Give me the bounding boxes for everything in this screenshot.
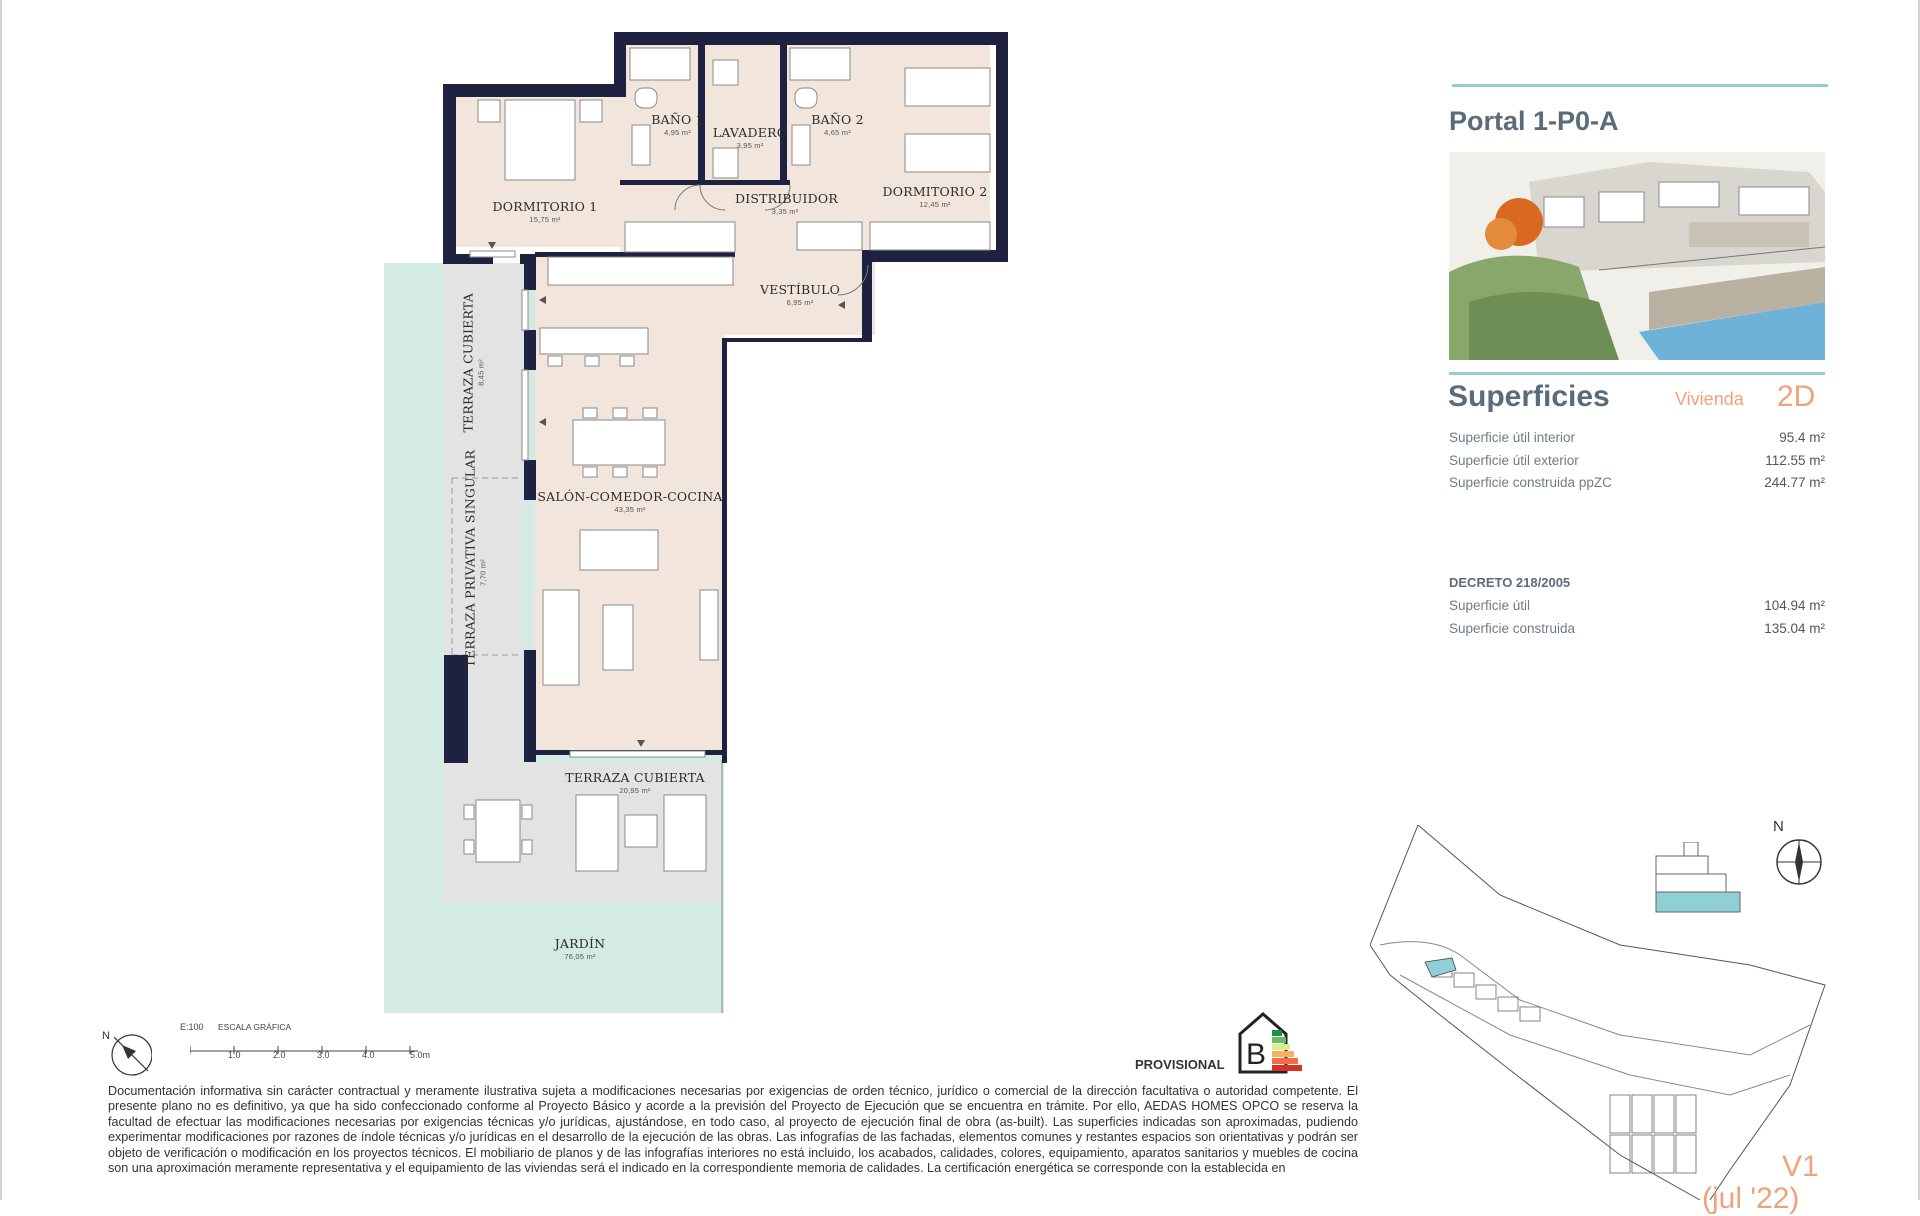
door-swings	[674, 184, 869, 296]
scale-tick: 3.0	[317, 1050, 330, 1060]
room-area: 43,35 m²	[614, 505, 646, 514]
decreto-value: 104.94 m²	[1764, 598, 1825, 613]
room-name: LAVADERO	[712, 125, 788, 140]
room-name: BAÑO 2	[811, 112, 864, 127]
compass-icon	[1775, 838, 1823, 886]
decreto-value: 135.04 m²	[1764, 621, 1825, 636]
section-divider	[1449, 372, 1825, 375]
room-area: 76,05 m²	[564, 952, 596, 961]
surface-label: Superficie útil exterior	[1449, 453, 1579, 468]
vivienda-label: Vivienda	[1675, 389, 1744, 409]
block-date: (jul '22)	[1702, 1182, 1800, 1215]
room-area: 6,95 m²	[786, 298, 814, 307]
scale-tick: 5.0m	[410, 1050, 431, 1060]
terrace-furniture	[463, 794, 707, 872]
vivienda-type: 2D	[1777, 380, 1816, 413]
room-area: 15,75 m²	[529, 215, 561, 224]
living-furniture	[469, 250, 734, 758]
scale-tick: 1.0	[228, 1050, 241, 1060]
superficies-title: Superficies	[1448, 380, 1610, 413]
room-name: TERRAZA CUBIERTA	[460, 293, 476, 433]
room-bano-2: BAÑO 2 4,65 m²	[805, 112, 870, 137]
provisional-label: PROVISIONAL	[1135, 1057, 1225, 1072]
room-area: 7,70 m²	[478, 559, 488, 586]
room-lavadero: LAVADERO 3,95 m²	[710, 125, 790, 150]
room-terraza-privativa-singular: TERRAZA PRIVATIVA SINGULAR 7,70 m²	[463, 450, 488, 668]
room-name: DORMITORIO 2	[882, 184, 988, 199]
surface-value: 95.4 m²	[1779, 430, 1825, 445]
room-terraza-cubierta: TERRAZA CUBIERTA 20,95 m²	[560, 770, 710, 795]
surface-label: Superficie útil interior	[1449, 430, 1576, 445]
bed-2	[796, 67, 991, 251]
scale-tick: 2.0	[273, 1050, 286, 1060]
room-vestibulo: VESTÍBULO 6,95 m²	[755, 282, 845, 307]
page-border-left	[0, 0, 2, 1200]
decreto-label: Superficie construida	[1449, 621, 1576, 636]
unit-location-highlight	[1424, 957, 1457, 978]
north-label: N	[1773, 818, 1784, 835]
floor-plan-drawing	[384, 32, 1008, 1013]
block-label: V1	[1782, 1150, 1819, 1183]
room-area: 4,65 m²	[824, 128, 851, 137]
room-name: VESTÍBULO	[759, 282, 841, 297]
bathroom-fixtures	[629, 47, 851, 179]
energy-class: B	[1246, 1038, 1266, 1071]
room-name: SALÓN-COMEDOR-COCINA	[537, 489, 723, 504]
legal-disclaimer: Documentación informativa sin carácter c…	[108, 1084, 1358, 1176]
room-area: 3,95 m²	[736, 141, 764, 150]
decreto-label: Superficie útil	[1449, 598, 1531, 613]
room-terraza-cubierta-lateral: TERRAZA CUBIERTA 8,45 m²	[461, 293, 486, 432]
room-name: BAÑO 1	[651, 112, 704, 127]
surface-value: 244.77 m²	[1764, 475, 1825, 490]
room-area: 3,35 m²	[771, 207, 799, 216]
room-name: DISTRIBUIDOR	[735, 191, 838, 206]
room-area: 4,95 m²	[664, 128, 691, 137]
room-salon-comedor-cocina: SALÓN-COMEDOR-COCINA 43,35 m²	[535, 489, 725, 514]
room-area: 20,95 m²	[619, 786, 651, 795]
building-section-icon	[1652, 841, 1742, 917]
room-name: DORMITORIO 1	[492, 199, 598, 214]
room-area: 8,45 m²	[476, 359, 486, 386]
floor-plan: DORMITORIO 1 15,75 m² BAÑO 1 4,95 m² LAV…	[0, 0, 1100, 1020]
room-distribuidor: DISTRIBUIDOR 3,35 m²	[735, 191, 838, 216]
page-border-right	[1918, 0, 1920, 1200]
room-area: 12,45 m²	[919, 200, 951, 209]
north-arrow-icon: N	[100, 1025, 153, 1077]
scale-tick: 4.0	[362, 1050, 375, 1060]
scale-title: ESCALA GRÁFICA	[218, 1022, 292, 1032]
scale-bar	[189, 1043, 420, 1054]
top-divider	[1452, 84, 1828, 87]
room-name: JARDÍN	[554, 936, 606, 951]
site-location-plan	[1369, 824, 1830, 1201]
svg-text:N: N	[102, 1030, 110, 1042]
room-name: TERRAZA PRIVATIVA SINGULAR	[462, 449, 478, 668]
access-arrows	[488, 242, 845, 747]
room-name: TERRAZA CUBIERTA	[565, 770, 705, 785]
room-dormitorio-2: DORMITORIO 2 12,45 m²	[880, 184, 990, 209]
unit-title: Portal 1-P0-A	[1449, 106, 1619, 136]
room-dormitorio-1: DORMITORIO 1 15,75 m²	[490, 199, 600, 224]
building-render-image	[1449, 152, 1825, 360]
surface-value: 112.55 m²	[1765, 453, 1825, 468]
room-bano-1: BAÑO 1 4,95 m²	[645, 112, 710, 137]
surface-label: Superficie construida ppZC	[1449, 475, 1612, 490]
scale-ratio: E:100	[180, 1022, 204, 1032]
bed-1	[477, 99, 736, 253]
decreto-title: DECRETO 218/2005	[1449, 575, 1571, 590]
energy-certificate-icon: B	[1238, 1012, 1302, 1074]
walls	[443, 32, 1008, 763]
room-jardin: JARDÍN 76,05 m²	[530, 936, 630, 961]
